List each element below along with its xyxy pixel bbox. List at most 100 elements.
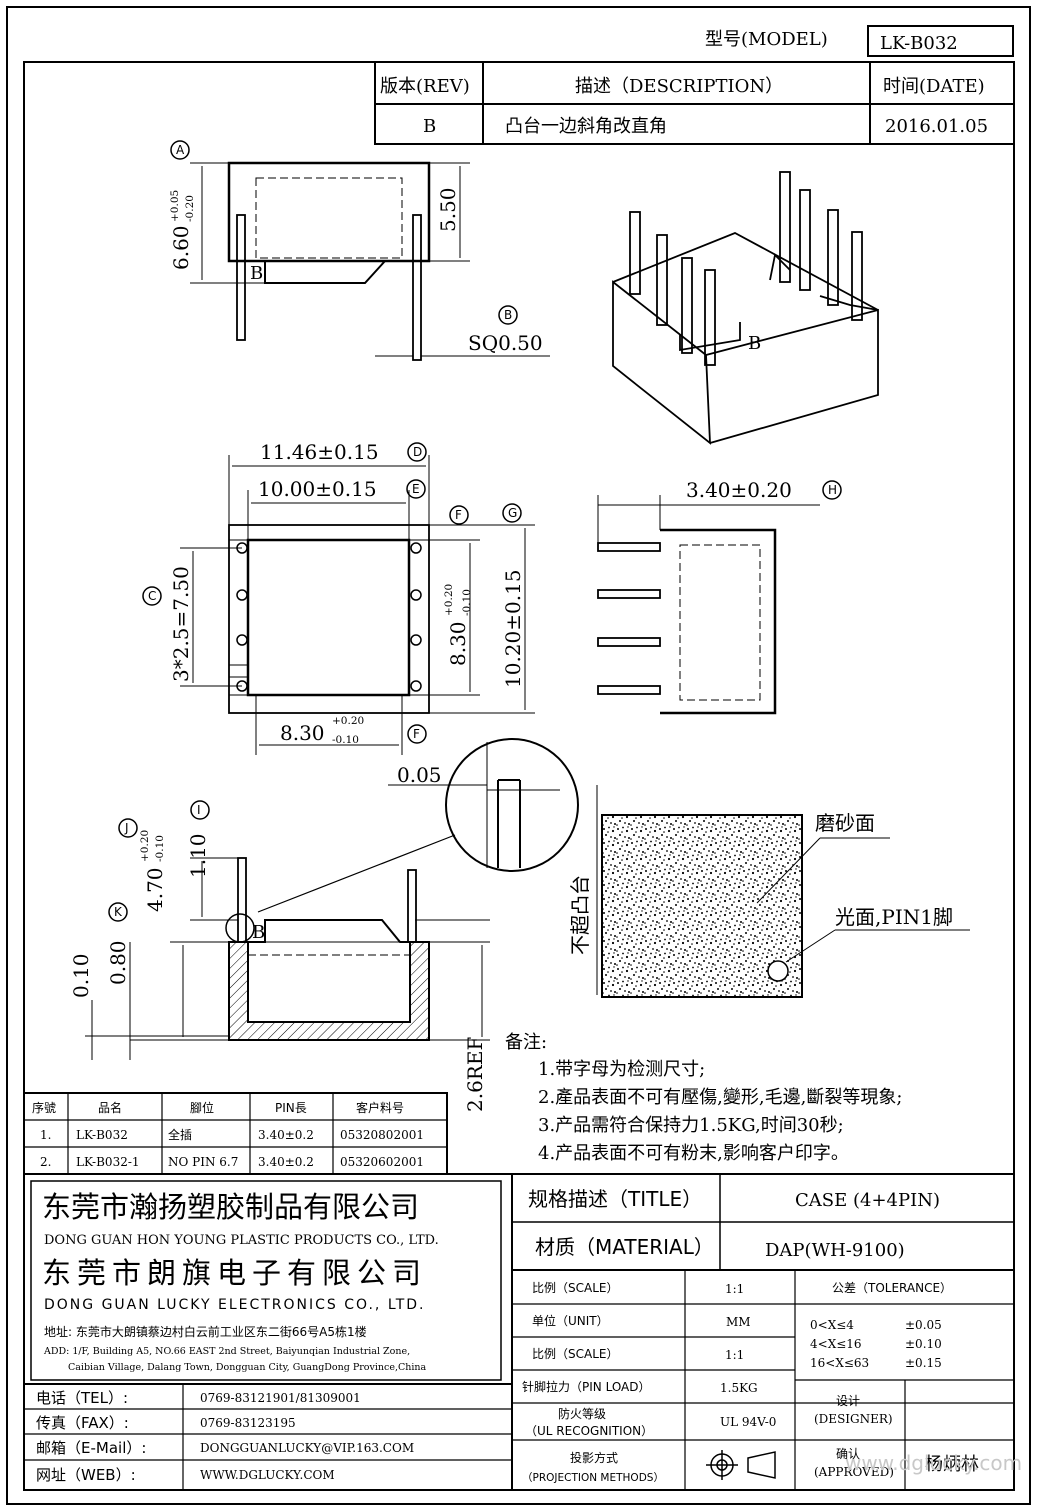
variants-col-pinlen: PIN長 xyxy=(275,1101,307,1115)
variant-1-pins: 全插 xyxy=(168,1127,192,1142)
surface-finish-view xyxy=(596,785,970,998)
dim-pin-square: SQ0.50 xyxy=(468,331,543,355)
note-3: 3.产品需符合保持力1.5KG,时间30秒; xyxy=(538,1115,844,1136)
variants-col-no: 序號 xyxy=(32,1100,56,1115)
dim-010: 0.10 xyxy=(69,953,93,998)
material-value: DAP(WH-9100) xyxy=(765,1240,905,1261)
contact-email-value[interactable]: DONGGUANLUCKY@VIP.163.COM xyxy=(200,1441,414,1455)
variants-table xyxy=(23,1092,448,1175)
dim-a-tol-dn: -0.20 xyxy=(184,195,196,222)
marker-j: J xyxy=(118,818,138,838)
contact-web-label: 网址（WEB）: xyxy=(36,1466,136,1484)
dim-body-height: 5.50 xyxy=(436,187,460,232)
contact-tel-label: 电话（TEL）: xyxy=(36,1389,128,1407)
marker-e: E xyxy=(406,479,426,499)
dim-width-e: 10.00±0.15 xyxy=(258,477,377,501)
pin-load-label: 针脚拉力（PIN LOAD） xyxy=(522,1379,651,1394)
variant-2-pinlen: 3.40±0.2 xyxy=(258,1155,314,1169)
tolerance-label: 公差（TOLERANCE） xyxy=(832,1281,952,1295)
desc-header: 描述（DESCRIPTION） xyxy=(575,76,783,97)
variants-col-custpn: 客户料号 xyxy=(356,1100,404,1115)
company-address-cn: 地址: 东莞市大朗镇蔡边村白云前工业区东二街66号A5栋1楼 xyxy=(44,1324,367,1339)
tol-value-1: ±0.05 xyxy=(905,1318,942,1332)
note-1: 1.带字母为检测尺寸; xyxy=(538,1059,705,1080)
approved-label-2: (APPROVED) xyxy=(814,1465,894,1479)
svg-text:F: F xyxy=(413,727,420,741)
revision-table: 版本(REV) 描述（DESCRIPTION） 时间(DATE) B 凸台一边斜… xyxy=(374,61,1015,145)
dim-470: 4.70 xyxy=(143,867,167,912)
company-address-en-2: Caibian Village, Dalang Town, Dongguan C… xyxy=(68,1362,427,1373)
rev-date: 2016.01.05 xyxy=(885,116,988,137)
dim-110: 1.10 xyxy=(186,833,210,878)
marker-b: B xyxy=(498,305,518,325)
variant-1-name: LK-B032 xyxy=(76,1128,128,1142)
model-value: LK-B032 xyxy=(880,33,958,54)
bottom-view xyxy=(180,455,535,755)
marker-i: I xyxy=(190,800,210,820)
variant-2-custpn: 05320602001 xyxy=(340,1155,424,1169)
dim-470-tol-up: +0.20 xyxy=(139,830,151,862)
projection-symbol-icon xyxy=(706,1450,776,1480)
dim-26-ref: 2.6REF xyxy=(463,1037,487,1112)
notes-title: 备注: xyxy=(505,1032,547,1053)
company-block xyxy=(24,1173,1014,1490)
isometric-view xyxy=(612,171,879,445)
dim-a-height: 6.60 xyxy=(169,225,193,270)
iso-b-letter: B xyxy=(748,333,761,354)
company-name-2-en: DONG GUAN LUCKY ELECTRONICS CO., LTD. xyxy=(44,1297,426,1313)
note-2: 2.產品表面不可有壓傷,變形,毛邊,斷裂等現象; xyxy=(538,1087,902,1108)
model-label: 型号(MODEL) xyxy=(705,29,828,50)
marker-f-bottom: F xyxy=(407,724,427,744)
scale-label: 比例（SCALE） xyxy=(532,1281,618,1295)
ul-label-2: （UL RECOGNITION） xyxy=(525,1424,653,1438)
section-view xyxy=(85,857,490,1060)
svg-text:A: A xyxy=(176,143,185,157)
pin-load-value: 1.5KG xyxy=(720,1381,758,1395)
title-block xyxy=(512,1174,1014,1490)
right-side-view xyxy=(597,495,820,715)
approved-label-1: 确认 xyxy=(836,1447,860,1461)
frosted-surface-label: 磨砂面 xyxy=(815,811,875,835)
svg-text:G: G xyxy=(508,506,517,520)
designer-label-1: 设计 xyxy=(836,1394,860,1408)
rev-description: 凸台一边斜角改直角 xyxy=(505,116,667,137)
designer-label-2: (DESIGNER) xyxy=(814,1412,893,1426)
scale2-value: 1:1 xyxy=(725,1348,744,1362)
company-name-1: 东莞市瀚扬塑胶制品有限公司 xyxy=(42,1190,419,1224)
watermark: www.dglucky.com xyxy=(845,1451,1022,1475)
dim-inner-tol-up: +0.20 xyxy=(443,584,455,616)
sheet-border xyxy=(6,6,1031,1505)
variant-1-custpn: 05320802001 xyxy=(340,1128,424,1142)
marker-g: G xyxy=(502,503,522,523)
glossy-pin1-label: 光面,PIN1脚 xyxy=(835,905,953,929)
projection-label-2: （PROJECTION METHODS） xyxy=(522,1472,664,1484)
svg-text:H: H xyxy=(828,483,837,497)
dim-outer-height: 10.20±0.15 xyxy=(501,569,525,688)
svg-text:C: C xyxy=(148,589,156,603)
rev-value: B xyxy=(423,116,436,137)
contact-web-value[interactable]: WWW.DGLUCKY.COM xyxy=(200,1468,335,1482)
dim-pin-length: 3.40±0.20 xyxy=(686,478,792,502)
dim-470-tol-dn: -0.10 xyxy=(154,835,166,862)
svg-text:E: E xyxy=(412,482,420,496)
contact-fax-value: 0769-83123195 xyxy=(200,1416,296,1430)
tol-range-1: 0<X≤4 xyxy=(810,1318,854,1332)
marker-d: D xyxy=(407,442,427,462)
section-b-letter: B xyxy=(252,922,265,943)
dim-gap: 0.05 xyxy=(397,763,442,787)
company-address-en-1: ADD: 1/F, Building A5, NO.66 EAST 2nd St… xyxy=(43,1346,410,1357)
contact-tel-value: 0769-83121901/81309001 xyxy=(200,1391,361,1405)
rev-header: 版本(REV) xyxy=(380,76,470,97)
material-label: 材质（MATERIAL） xyxy=(535,1235,714,1259)
dim-pitch: 3*2.5=7.50 xyxy=(169,566,193,682)
variants-col-name: 品名 xyxy=(98,1100,122,1115)
svg-text:F: F xyxy=(455,508,462,522)
no-exceed-label: 不超凸台 xyxy=(568,875,592,955)
ul-label-1: 防火等级 xyxy=(558,1406,606,1421)
svg-text:K: K xyxy=(114,905,123,919)
variant-1-no: 1. xyxy=(40,1128,51,1142)
tol-value-2: ±0.10 xyxy=(905,1337,942,1351)
dim-a-tol-up: +0.05 xyxy=(169,190,181,222)
contact-email-label: 邮箱（E-Mail）: xyxy=(36,1439,146,1457)
variant-2-pins: NO PIN 6.7 xyxy=(168,1155,238,1169)
